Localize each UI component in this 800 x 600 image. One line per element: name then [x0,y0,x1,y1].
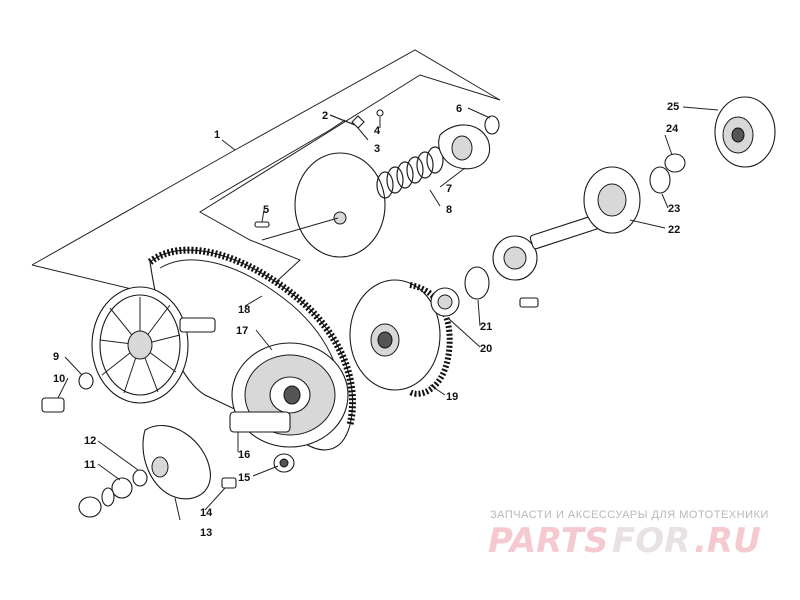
snap-ring-23 [649,166,671,194]
callout-20: 20 [480,343,492,355]
roller-assembly-13 [142,425,211,500]
callout-10: 10 [53,373,65,385]
callout-16: 16 [238,449,250,461]
callout-7: 7 [446,183,452,195]
nut-24 [664,153,686,173]
watermark-logo-ru: .RU [694,521,761,561]
callout-1: 1 [214,129,220,141]
part-15-ring [273,453,295,473]
bolt-small [519,297,539,308]
spring-cap [438,115,500,170]
output-shaft [529,166,641,250]
callout-4: 4 [374,125,381,137]
moveable-sheave-assembly [229,342,349,448]
callout-17: 17 [236,325,248,337]
callout-18: 18 [238,304,250,316]
driven-clutch-pulley [349,279,453,397]
callout-14: 14 [200,507,213,519]
washer-9-bolt-10 [41,372,94,413]
seal-21 [464,266,490,300]
callout-8: 8 [446,204,452,216]
bearing-assembly [492,235,538,281]
callout-13: 13 [200,527,212,539]
clutch-spring [376,146,444,199]
callout-5: 5 [263,204,269,216]
callout-labels: 1 2 3 4 5 6 7 8 9 10 11 12 13 14 15 16 1… [53,101,680,539]
callout-11: 11 [84,459,96,471]
callout-23: 23 [668,203,680,215]
gear-housing-25 [714,96,776,168]
part-14-small [221,477,237,489]
watermark: ЗАПЧАСТИ И АКСЕССУАРЫ ДЛЯ МОТОТЕХНИКИ PA… [488,509,769,561]
drive-clutch-fixed-sheave [91,286,216,404]
callout-21: 21 [480,321,492,333]
movable-sheave-plate [261,152,386,258]
callout-15: 15 [238,472,250,484]
callout-9: 9 [53,351,59,363]
callout-3: 3 [374,143,380,155]
bearing-20 [430,287,460,317]
callout-25: 25 [667,101,679,113]
callout-19: 19 [446,391,458,403]
watermark-tagline: ЗАПЧАСТИ И АКСЕССУАРЫ ДЛЯ МОТОТЕХНИКИ [490,509,769,521]
bushing-11 [111,469,148,499]
watermark-logo-parts: PARTS [488,521,608,561]
callout-12: 12 [84,435,96,447]
callout-2: 2 [322,110,328,122]
callout-24: 24 [666,123,679,135]
callout-6: 6 [456,103,462,115]
callout-22: 22 [668,224,680,236]
leader-lines [57,106,719,521]
small-pin [254,221,270,228]
nut-left [78,487,115,518]
watermark-logo-for: FOR [612,521,690,561]
